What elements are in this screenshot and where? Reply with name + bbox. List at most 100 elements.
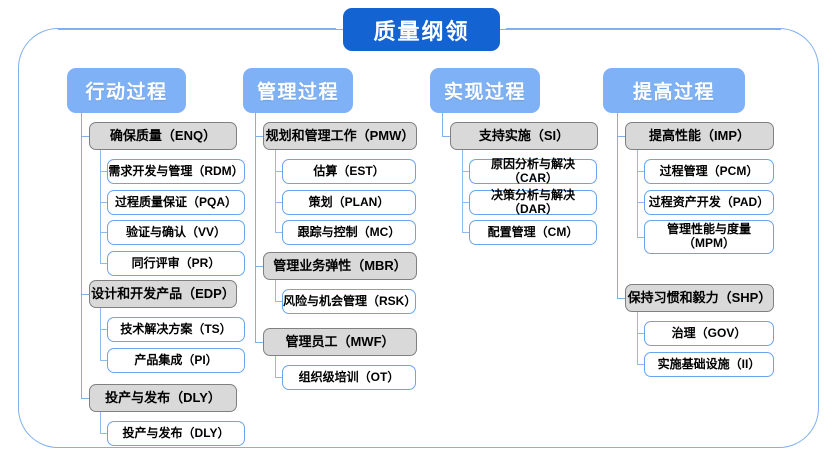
leaf-box-dly-child[interactable]: 投产与发布（DLY） [107, 421, 245, 446]
group-box-shp[interactable]: 保持习惯和毅力（SHP） [625, 284, 774, 312]
leaf-box-cm[interactable]: 配置管理（CM） [469, 220, 597, 245]
column-header-realize[interactable]: 实现过程 [430, 68, 540, 113]
group-box-pmw-label: 规划和管理工作（PMW） [265, 127, 415, 143]
group-box-imp-label: 提高性能（IMP） [648, 127, 751, 143]
col1-enq-stub-0 [100, 171, 107, 172]
column-header-manage-label: 管理过程 [256, 82, 339, 103]
group-box-si-label: 支持实施（SI） [478, 127, 570, 143]
leaf-box-est[interactable]: 估算（EST） [282, 159, 416, 184]
col2-mbr-spine [275, 280, 276, 301]
col3-si-stub-0 [462, 171, 469, 172]
leaf-box-est-label: 估算（EST） [313, 163, 385, 178]
leaf-box-pqa[interactable]: 过程质量保证（PQA） [107, 190, 245, 215]
group-box-pmw[interactable]: 规划和管理工作（PMW） [263, 122, 417, 150]
col3-spine [442, 112, 443, 136]
leaf-box-dar[interactable]: 决策分析与解决（DAR） [469, 187, 597, 216]
col2-pmw-stub-1 [275, 202, 282, 203]
leaf-box-rsk-label: 风险与机会管理（RSK） [283, 293, 417, 308]
group-box-mwf-label: 管理员工（MWF） [285, 333, 395, 349]
leaf-box-gov[interactable]: 治理（GOV） [644, 321, 774, 346]
col2-pmw-spine [275, 150, 276, 232]
group-box-mbr[interactable]: 管理业务弹性（MBR） [263, 252, 417, 280]
leaf-box-car[interactable]: 原因分析与解决（CAR） [469, 156, 597, 185]
col1-stub-dly [81, 398, 89, 399]
leaf-box-gov-label: 治理（GOV） [671, 325, 747, 340]
leaf-box-mpm-label: 管理性能与度量 （MPM） [666, 222, 751, 250]
column-header-improve[interactable]: 提高过程 [603, 68, 745, 113]
leaf-box-rsk[interactable]: 风险与机会管理（RSK） [282, 289, 416, 314]
col4-stub-imp [617, 136, 625, 137]
column-header-improve-label: 提高过程 [632, 82, 715, 103]
col2-stub-pmw [255, 136, 263, 137]
col2-mwf-spine [275, 356, 276, 377]
col4-imp-stub-2 [637, 237, 644, 238]
col1-enq-stub-2 [100, 232, 107, 233]
group-box-edp[interactable]: 设计和开发产品（EDP） [89, 280, 237, 308]
leaf-box-pi-label: 产品集成（PI） [134, 352, 218, 367]
col1-enq-stub-1 [100, 202, 107, 203]
leaf-box-pcm[interactable]: 过程管理（PCM） [644, 159, 774, 184]
col2-mbr-stub-0 [275, 301, 282, 302]
col1-enq-stub-3 [100, 263, 107, 264]
leaf-box-rdm[interactable]: 需求开发与管理（RDM） [107, 159, 245, 184]
column-header-action[interactable]: 行动过程 [67, 68, 186, 113]
leaf-box-pad[interactable]: 过程资产开发（PAD） [644, 190, 774, 215]
leaf-box-mc-label: 跟踪与控制（MC） [297, 224, 401, 239]
group-box-si[interactable]: 支持实施（SI） [450, 122, 598, 150]
leaf-box-pqa-label: 过程质量保证（PQA） [114, 194, 237, 209]
leaf-box-car-label: 原因分析与解决（CAR） [490, 156, 575, 185]
leaf-box-plan[interactable]: 策划（PLAN） [282, 190, 416, 215]
column-header-manage[interactable]: 管理过程 [243, 68, 353, 113]
leaf-box-cm-label: 配置管理（CM） [487, 224, 579, 239]
col3-si-stub-1 [462, 202, 469, 203]
group-box-edp-label: 设计和开发产品（EDP） [91, 285, 235, 301]
col4-imp-stub-1 [637, 202, 644, 203]
leaf-box-ts[interactable]: 技术解决方案（TS） [107, 317, 245, 342]
group-box-enq-label: 确保质量（ENQ） [109, 127, 217, 143]
leaf-box-ot[interactable]: 组织级培训（OT） [282, 365, 416, 390]
group-box-enq[interactable]: 确保质量（ENQ） [89, 122, 237, 150]
group-box-shp-label: 保持习惯和毅力（SHP） [627, 289, 772, 305]
leaf-box-pr[interactable]: 同行评审（PR） [107, 251, 245, 276]
col1-stub-enq [81, 136, 89, 137]
leaf-box-dar-label: 决策分析与解决（DAR） [490, 187, 575, 216]
leaf-box-mc[interactable]: 跟踪与控制（MC） [282, 220, 416, 245]
col4-stub-shp [617, 298, 625, 299]
col1-edp-stub-0 [100, 329, 107, 330]
group-box-dly[interactable]: 投产与发布（DLY） [89, 384, 237, 412]
leaf-box-ii[interactable]: 实施基础设施（II） [644, 352, 774, 377]
leaf-box-rdm-label: 需求开发与管理（RDM） [108, 163, 244, 178]
col4-shp-spine [637, 312, 638, 364]
col1-spine [81, 112, 82, 398]
leaf-box-ts-label: 技术解决方案（TS） [120, 321, 232, 336]
root-bar-right [499, 29, 781, 30]
col2-stub-mwf [255, 342, 263, 343]
col2-pmw-stub-2 [275, 232, 282, 233]
col3-si-spine [462, 150, 463, 232]
group-box-dly-label: 投产与发布（DLY） [105, 389, 221, 405]
leaf-box-pr-label: 同行评审（PR） [131, 255, 221, 270]
col1-dly-spine [100, 412, 101, 433]
leaf-box-vv-label: 验证与确认（VV） [125, 224, 226, 239]
col4-imp-spine [637, 150, 638, 237]
leaf-box-mpm[interactable]: 管理性能与度量 （MPM） [644, 220, 774, 254]
leaf-box-ii-label: 实施基础设施（II） [657, 356, 761, 371]
leaf-box-pad-label: 过程资产开发（PAD） [648, 194, 770, 209]
col3-si-stub-2 [462, 232, 469, 233]
leaf-box-dly-child-label: 投产与发布（DLY） [122, 425, 230, 440]
group-box-mwf[interactable]: 管理员工（MWF） [263, 328, 417, 356]
col2-pmw-stub-0 [275, 171, 282, 172]
col1-edp-spine [100, 308, 101, 360]
group-box-mbr-label: 管理业务弹性（MBR） [273, 257, 407, 273]
root-bar-left [58, 29, 344, 30]
leaf-box-pcm-label: 过程管理（PCM） [659, 163, 759, 178]
col2-stub-mbr [255, 266, 263, 267]
group-box-imp[interactable]: 提高性能（IMP） [625, 122, 774, 150]
col4-spine [617, 112, 618, 298]
root-title-box[interactable]: 质量纲领 [343, 8, 500, 51]
col4-shp-stub-0 [637, 333, 644, 334]
leaf-box-pi[interactable]: 产品集成（PI） [107, 348, 245, 373]
leaf-box-vv[interactable]: 验证与确认（VV） [107, 220, 245, 245]
col1-edp-stub-1 [100, 360, 107, 361]
